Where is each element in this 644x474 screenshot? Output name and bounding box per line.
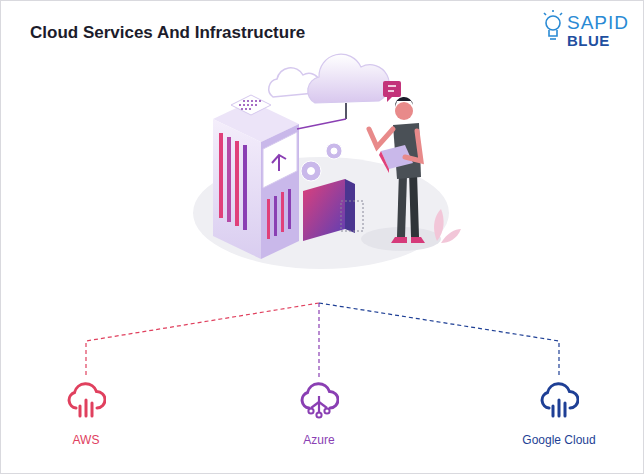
person-part [395,97,413,107]
person-part [395,102,413,120]
cloud-art-part [297,119,346,129]
logo-text: BLUE [567,33,610,48]
logo-bulb-part [544,10,562,15]
server-tower [213,95,299,259]
cloud-provider-node: Google Cloud [494,382,624,447]
person-part [411,237,425,243]
cloud-icon [299,382,339,420]
folder-part [345,179,355,233]
server-tower-part [231,95,271,115]
server-tower-part [288,189,291,229]
person-part [397,171,407,237]
server-tower-part [243,145,247,230]
server-tower-part [261,124,299,259]
bar-line [564,403,567,416]
gears-part [308,168,315,175]
person-part [405,131,421,161]
cloud-icon [539,382,579,420]
net-dot [324,408,329,413]
diagram-title: Cloud Services And Infrastructure [30,23,305,43]
branch-lines [86,303,559,377]
server-tower-part [213,119,261,259]
cloud-provider-node: AWS [21,382,151,447]
bar-line [79,406,82,416]
person-part [409,171,419,237]
logo-text: SAPID [567,13,629,32]
cloud-provider-node: Azure [254,382,384,447]
bar-line [558,400,561,416]
logo-bulb-part [549,30,557,36]
folder-part [303,179,345,241]
bar-line [91,403,94,416]
branch-lines-part [319,303,559,377]
leaves-part [441,229,461,243]
net-line [311,402,319,408]
bar-line [85,400,88,416]
gears-part [301,161,321,181]
net-line [319,402,327,408]
provider-label: Azure [254,433,384,447]
folder [303,179,363,241]
chat-bubble-part [388,86,396,91]
person-part [369,129,393,147]
server-tower-part [235,141,239,226]
provider-label: Google Cloud [494,433,624,447]
gears [301,143,342,181]
folder-part [341,201,363,231]
net-dot [308,408,313,413]
branch-lines-part [318,303,319,377]
cloud-art-part [345,103,347,119]
server-tower-part [267,199,270,239]
leaves-part [434,209,444,241]
server-tower-part [281,192,284,232]
logo-bulb-part [546,16,560,30]
logo-bulb [544,10,562,39]
chat-bubble-part [383,81,401,97]
server-tower-part [263,132,297,188]
leaves [434,209,461,243]
chat-bubble [383,81,401,102]
person-part [391,237,407,243]
provider-label: AWS [21,433,151,447]
net-dot [316,412,321,417]
server-tower-part [272,155,286,171]
bar-line [552,406,555,416]
person [369,97,425,243]
logo-bulb-part [550,38,556,40]
server-tower-part [274,196,277,236]
chat-bubble-part [387,97,392,102]
gears-part [326,143,342,159]
net-line [318,396,320,402]
branch-lines-part [86,303,319,377]
cloud-icon [66,382,106,420]
cloud-art [269,54,389,129]
cloud-art-part [308,54,389,103]
gears-part [331,148,337,154]
server-tower-part [227,137,231,222]
person-part [379,151,389,173]
server-tower-part [239,101,261,109]
server-tower-part [219,133,223,218]
